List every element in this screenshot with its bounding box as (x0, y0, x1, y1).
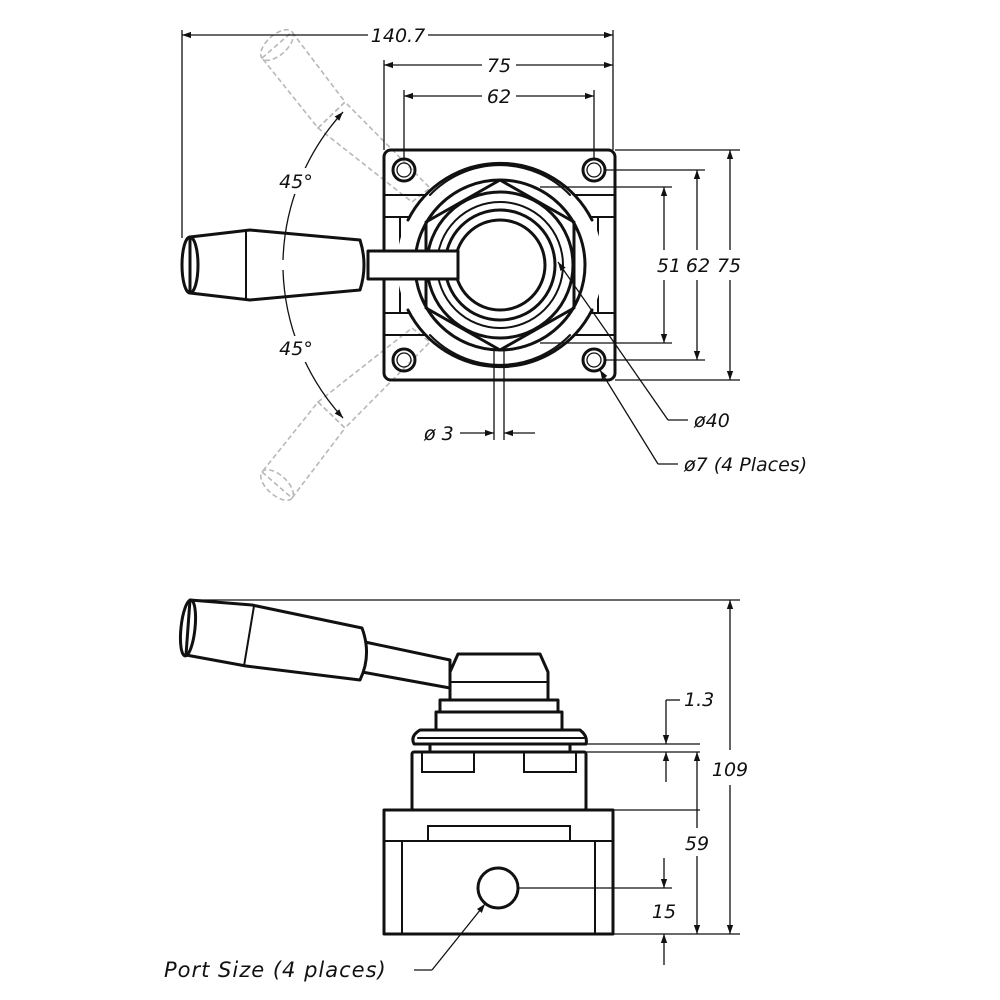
dim-flange-width: 75 (383, 55, 613, 150)
dim-right-stack: 51 62 75 (540, 149, 741, 381)
handle-side-view (178, 598, 452, 690)
dim-75-top: 75 (487, 55, 511, 77)
dim-15: 15 (652, 901, 676, 923)
dim-hole-spacing-x: 62 (403, 86, 595, 160)
mount-holes (391, 157, 607, 373)
angle-label-down: 45° (279, 338, 313, 360)
top-view: 140.7 75 62 (180, 25, 807, 502)
dim-pin-diameter: ø 3 (423, 423, 454, 445)
valve-cap (434, 652, 564, 732)
side-view: 1.3 109 59 15 Port Size (4 places) (164, 598, 748, 982)
dim-109: 109 (712, 759, 748, 781)
washer (411, 728, 588, 754)
dim-overall-width: 140.7 (181, 25, 614, 238)
dim-side: 1.3 109 59 15 (190, 599, 748, 965)
leader-port: Port Size (4 places) (164, 903, 486, 982)
dim-62-top: 62 (487, 86, 511, 108)
leader-bore: ø40 (557, 261, 730, 432)
dim-62-right: 62 (686, 255, 710, 277)
dim-angles: 45° 45° (270, 111, 344, 419)
dim-washer: 1.3 (684, 689, 714, 711)
mount-holes-label: ø7 (4 Places) (683, 454, 807, 476)
dim-pin: ø 3 (423, 350, 535, 445)
handle-top-view (180, 228, 460, 302)
port-size-label: Port Size (4 places) (164, 958, 387, 982)
leader-mount-holes: ø7 (4 Places) (599, 369, 807, 476)
ghost-handle-lower (259, 326, 432, 502)
bore-label: ø40 (693, 410, 730, 432)
dim-59: 59 (685, 833, 709, 855)
angle-label-up: 45° (279, 171, 313, 193)
ghost-handle-upper (259, 28, 432, 204)
dim-140-7: 140.7 (371, 25, 425, 47)
upper-body (410, 750, 588, 812)
dim-75-right: 75 (717, 255, 741, 277)
dim-51: 51 (657, 255, 681, 277)
lower-body (382, 808, 615, 936)
